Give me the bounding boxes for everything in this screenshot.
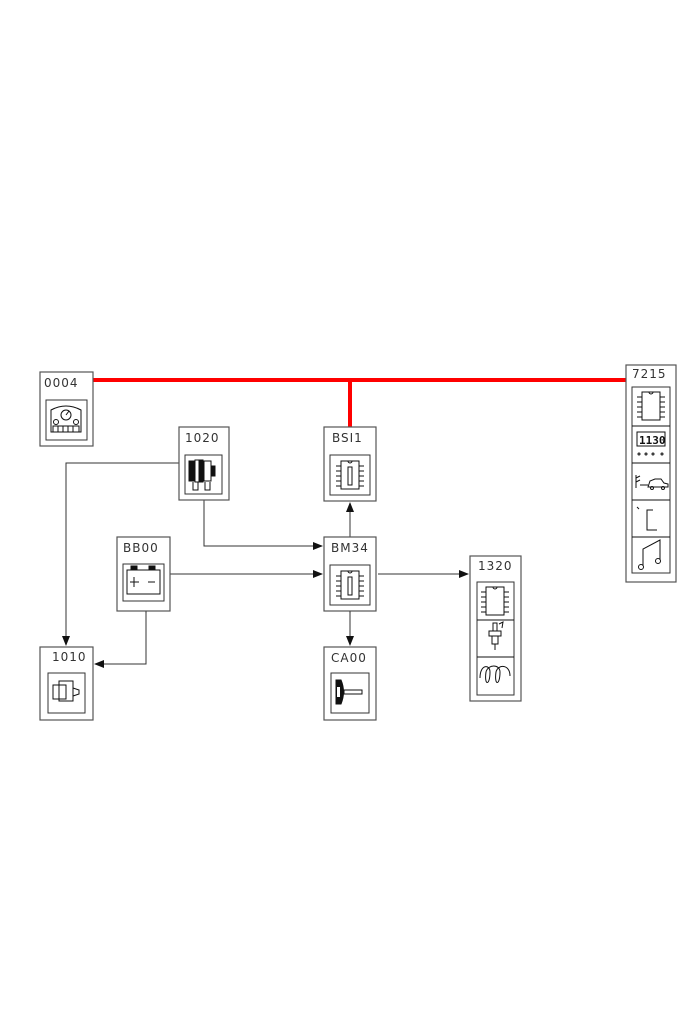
node-bsi1[interactable]: BSI1 bbox=[323, 426, 377, 502]
node-1020[interactable]: 1020 bbox=[178, 426, 230, 501]
key-remote-car-icon bbox=[635, 475, 669, 490]
node-bb00[interactable]: BB00 bbox=[116, 536, 171, 612]
node-ca00[interactable]: CA00 bbox=[323, 646, 377, 721]
node-1320[interactable]: 1320 bbox=[469, 555, 522, 702]
ignition-key-icon bbox=[335, 679, 363, 705]
node-label: 1020 bbox=[185, 431, 220, 445]
node-1010[interactable]: 1010 bbox=[39, 646, 94, 721]
node-label: BSI1 bbox=[332, 431, 363, 445]
node-7215[interactable]: 7215 1130 bbox=[625, 364, 677, 583]
wire-1020-bm34 bbox=[203, 500, 323, 550]
injector-icon bbox=[488, 621, 504, 650]
display-clock-icon: 1130 bbox=[636, 431, 666, 456]
wire-bb00-1010 bbox=[94, 603, 150, 668]
node-label: BB00 bbox=[123, 541, 159, 555]
alternator-icon bbox=[188, 459, 216, 491]
node-label: 1320 bbox=[478, 559, 513, 573]
node-label: 0004 bbox=[44, 376, 79, 390]
instrument-cluster-icon bbox=[50, 405, 82, 433]
starter-motor-icon bbox=[52, 680, 80, 702]
can-bus bbox=[93, 378, 626, 427]
node-label: CA00 bbox=[331, 651, 367, 665]
svg-text:1130: 1130 bbox=[639, 434, 666, 447]
wires bbox=[62, 462, 469, 668]
wire-1020-1010 bbox=[62, 462, 180, 646]
node-bm34[interactable]: BM34 bbox=[323, 536, 377, 612]
music-note-icon bbox=[638, 539, 661, 570]
node-label: 7215 bbox=[632, 367, 667, 381]
battery-icon bbox=[126, 565, 161, 595]
door-switch-icon bbox=[636, 506, 657, 531]
node-label: 1010 bbox=[52, 650, 87, 664]
node-0004[interactable]: 0004 bbox=[39, 371, 94, 447]
coil-icon bbox=[479, 665, 511, 683]
node-label: BM34 bbox=[331, 541, 369, 555]
